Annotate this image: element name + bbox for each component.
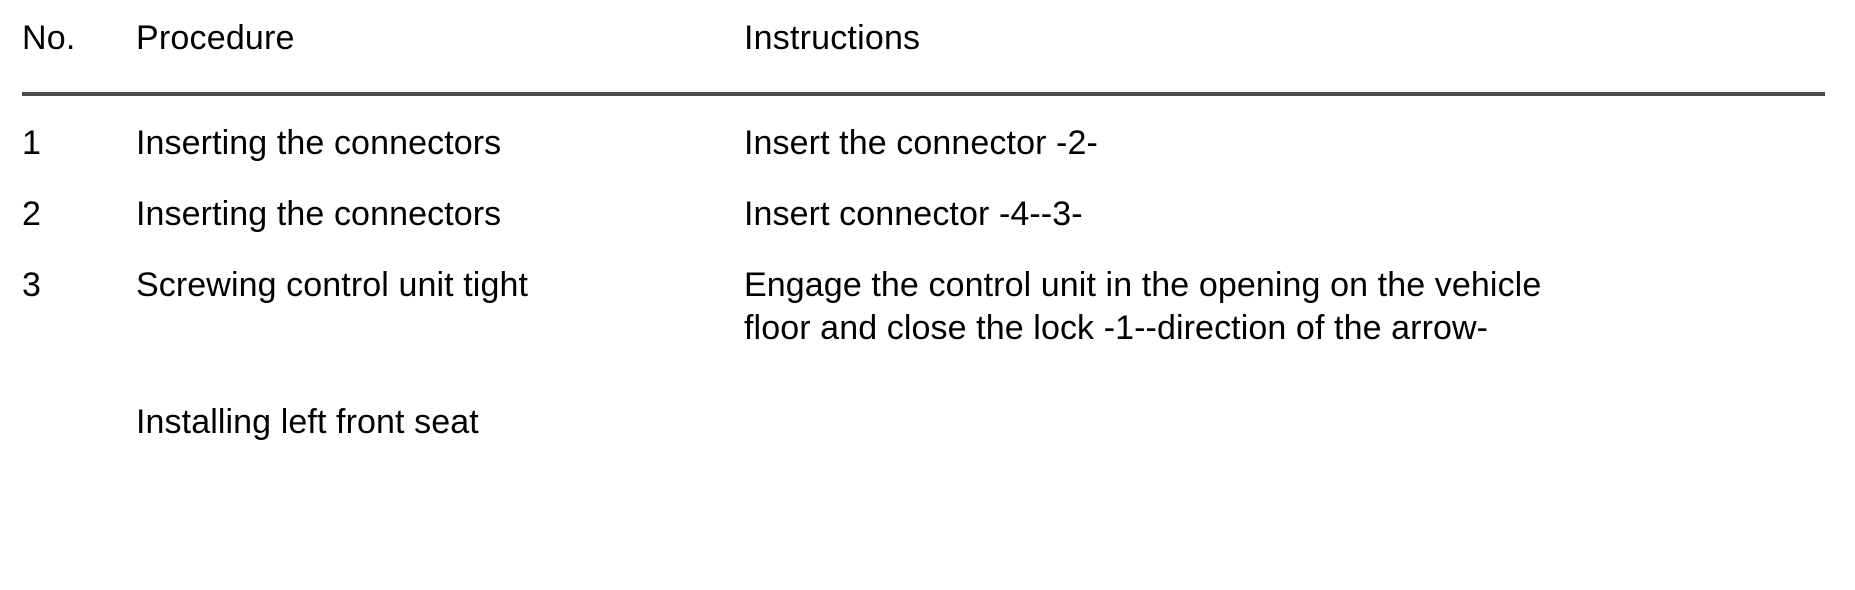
row-number: 1 <box>22 124 42 162</box>
row-procedure: Inserting the connectors <box>136 124 502 162</box>
table-row: 2 Inserting the connectors Insert connec… <box>22 165 1825 236</box>
column-header-instructions: Instructions <box>744 19 921 57</box>
row-instructions: Engage the control unit in the opening o… <box>744 236 1825 350</box>
table-body: 1 Inserting the connectors Insert the co… <box>22 94 1825 444</box>
instruction-line: Engage the control unit in the opening o… <box>744 266 1542 304</box>
row-number: 2 <box>22 195 42 233</box>
table-row: 1 Inserting the connectors Insert the co… <box>22 94 1825 165</box>
row-instructions <box>744 350 1825 444</box>
column-header-procedure: Procedure <box>136 19 295 57</box>
row-instructions: Insert the connector -2- <box>744 94 1825 165</box>
table-row: 3 Screwing control unit tight Engage the… <box>22 236 1825 350</box>
row-procedure: Inserting the connectors <box>136 195 502 233</box>
table-header-row: No. Procedure Instructions <box>22 18 1825 94</box>
row-number: 3 <box>22 266 42 304</box>
procedure-table: No. Procedure Instructions 1 Inserting t… <box>22 18 1825 444</box>
instruction-line: Insert connector -4--3- <box>744 195 1083 233</box>
row-procedure: Installing left front seat <box>136 403 479 441</box>
row-instructions: Insert connector -4--3- <box>744 165 1825 236</box>
instruction-line: Insert the connector -2- <box>744 124 1098 162</box>
table-row: Installing left front seat <box>22 350 1825 444</box>
column-header-no: No. <box>22 19 76 57</box>
row-procedure: Screwing control unit tight <box>136 266 529 304</box>
table-header: No. Procedure Instructions <box>22 18 1825 94</box>
row-number <box>22 350 136 444</box>
instruction-line: floor and close the lock -1--direction o… <box>744 309 1489 347</box>
